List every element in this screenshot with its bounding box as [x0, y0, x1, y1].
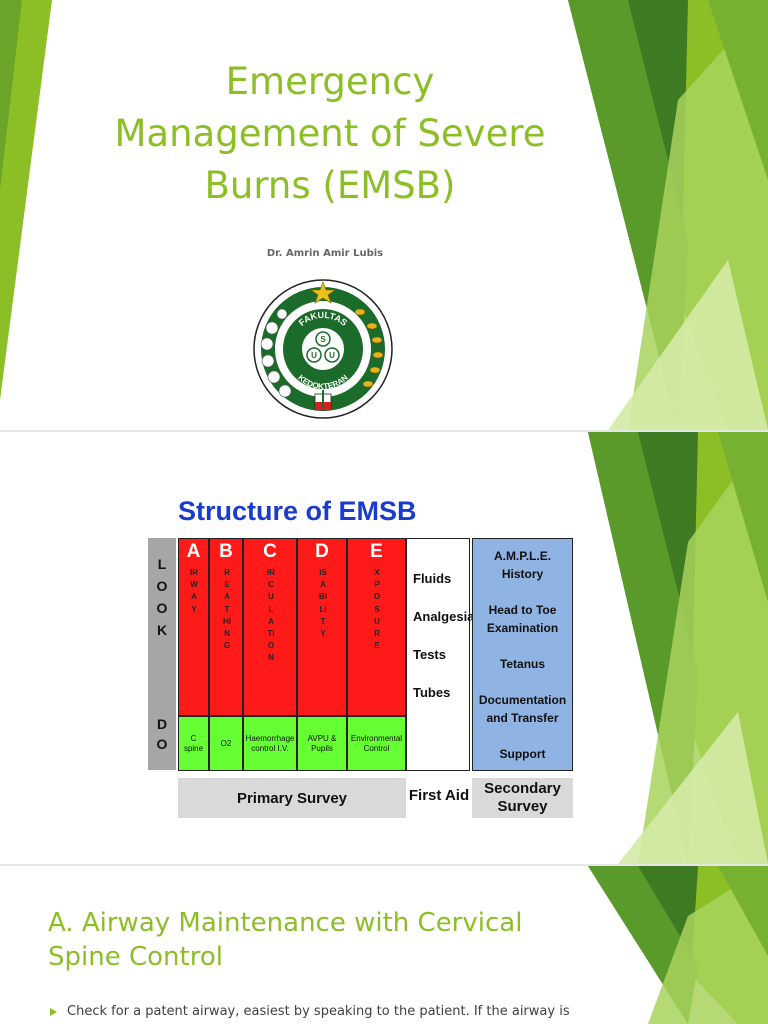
action-c-spine: C spine: [178, 716, 209, 771]
word-breathing: REATHING: [223, 568, 231, 651]
bullet-text: Check for a patent airway, easiest by sp…: [67, 1004, 570, 1019]
look-letter-l: L: [157, 556, 167, 572]
item-ample-history: A.M.P.L.E. History: [493, 549, 552, 581]
secondary-survey-column: A.M.P.L.E. History Head to Toe Examinati…: [472, 538, 573, 771]
column-airway: A IRWAY: [178, 538, 209, 716]
title-line-1: Emergency: [225, 60, 435, 103]
column-exposure: E XPOSURE: [347, 538, 406, 716]
item-support: Support: [499, 747, 546, 761]
column-disability: D ISABILITY: [297, 538, 347, 716]
action-oxygen: O2: [209, 716, 243, 771]
logo-letter-s: S: [320, 335, 326, 344]
item-fluids: Fluids: [413, 571, 452, 586]
letter-e: E: [370, 541, 383, 562]
bullet-item: Check for a patent airway, easiest by sp…: [50, 1004, 610, 1019]
letter-a: A: [186, 541, 201, 562]
right-decoration: [588, 866, 768, 1024]
secondary-survey-label: Secondary Survey: [472, 778, 573, 818]
first-aid-label: First Aid: [408, 787, 470, 804]
look-letter-o2: O: [156, 600, 168, 616]
right-decoration: [568, 0, 768, 430]
author-name: Dr. Amrin Amir Lubis: [266, 248, 384, 259]
slide-title: Emergency Management of Severe Burns (EM…: [90, 56, 570, 212]
logo-letter-u-left: U: [311, 351, 317, 360]
column-breathing: B REATHING: [209, 538, 243, 716]
faculty-seal-logo: S U U FAKULTAS KEDOKTERAN: [253, 279, 393, 419]
look-letter-k: K: [156, 622, 168, 638]
word-circulation: IRCULATION: [267, 568, 275, 663]
item-documentation: Documentation and Transfer: [478, 693, 567, 725]
airway-slide: A. Airway Maintenance with Cervical Spin…: [0, 866, 768, 1024]
item-analgesia: Analgesia: [413, 609, 475, 624]
title-slide: Emergency Management of Severe Burns (EM…: [0, 0, 768, 430]
column-circulation: C IRCULATION: [243, 538, 297, 716]
item-tetanus: Tetanus: [499, 657, 546, 671]
slide-separator: [0, 864, 768, 866]
logo-letter-u-right: U: [329, 351, 335, 360]
item-tests: Tests: [413, 647, 446, 662]
letter-d: D: [315, 541, 329, 562]
title-line-2: Management of Severe: [114, 112, 546, 155]
primary-survey-label: Primary Survey: [178, 778, 406, 818]
star-icon: [310, 281, 336, 304]
action-haemorrhage-control: Haemorrhage control I.V.: [243, 716, 297, 771]
word-disability: ISABILITY: [319, 568, 327, 639]
left-decoration: [0, 0, 52, 400]
letter-b: B: [219, 541, 233, 562]
action-avpu-pupils: AVPU & Pupils: [297, 716, 347, 771]
structure-heading: Structure of EMSB: [178, 496, 417, 526]
triangle-bullet-icon: [50, 1007, 57, 1016]
look-do-column: L O O K D O: [148, 538, 176, 770]
look-letter-o1: O: [156, 578, 168, 594]
item-head-to-toe: Head to Toe Examination: [486, 603, 559, 635]
first-aid-column: Fluids Analgesia Tests Tubes: [406, 538, 474, 771]
item-tubes: Tubes: [413, 685, 451, 700]
word-airway: IRWAY: [190, 568, 198, 614]
right-decoration: [588, 432, 768, 864]
cotton-flower-icons: [260, 308, 292, 398]
word-exposure: XPOSURE: [373, 568, 381, 651]
slide-separator: [0, 430, 768, 432]
airway-heading: A. Airway Maintenance with Cervical Spin…: [48, 908, 523, 972]
do-letter-d: D: [156, 716, 168, 732]
letter-c: C: [263, 541, 277, 562]
title-line-3: Burns (EMSB): [204, 164, 456, 207]
structure-slide: Structure of EMSB L O O K D O A IRWAY C …: [0, 432, 768, 864]
rice-grain-icons: [354, 308, 384, 388]
do-letter-o: O: [156, 736, 168, 752]
action-environmental-control: Environmental Control: [347, 716, 406, 771]
